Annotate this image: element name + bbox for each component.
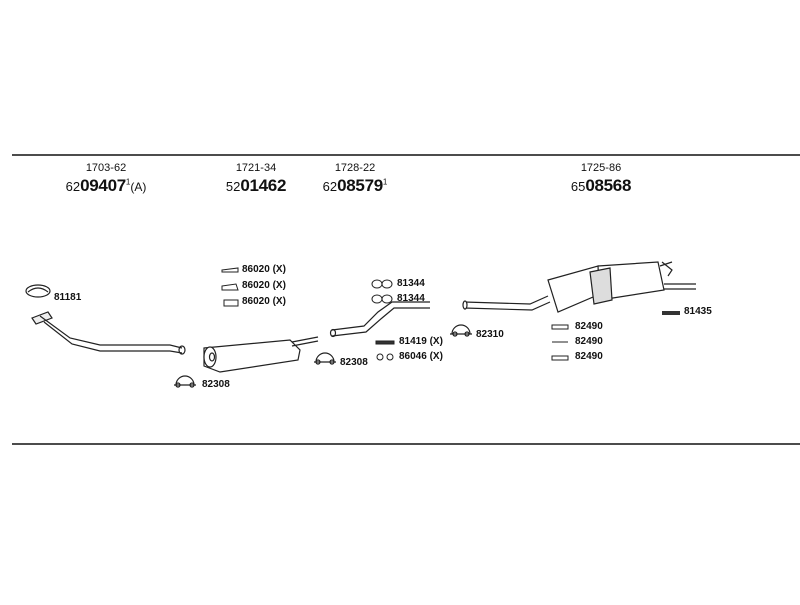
part-86020-b-label: 86020 (X) — [242, 280, 286, 291]
part-86046-label: 86046 (X) — [399, 351, 443, 362]
clamp-82308-left — [174, 375, 196, 388]
part-86020-a-label: 86020 (X) — [242, 264, 286, 275]
part-86020-c-label: 86020 (X) — [242, 296, 286, 307]
section-2-prefix: 52 — [225, 179, 241, 194]
part-82490-b-label: 82490 — [575, 336, 603, 347]
part-82308-middle-label: 82308 — [340, 357, 368, 368]
part-81344-b-label: 81344 — [397, 293, 425, 304]
section-4-main: 08568 — [585, 176, 632, 195]
clamp-82308-middle — [314, 352, 336, 365]
section-4-prefix: 65 — [570, 179, 586, 194]
section-3-code: 1728-22 — [334, 162, 376, 174]
section-1-code: 1703-62 — [85, 162, 127, 174]
section-1-sup: 1 — [125, 177, 131, 187]
section-3-main: 08579 — [337, 176, 383, 195]
section-2-code: 1721-34 — [235, 162, 277, 174]
intermediate-pipe-part — [329, 301, 430, 338]
hanger-icons-82490 — [551, 324, 569, 361]
section-1-main: 09407 — [80, 176, 126, 195]
part-81181-label: 81181 — [54, 292, 82, 303]
part-81344-a-label: 81344 — [397, 278, 425, 289]
front-pipe-part — [25, 284, 186, 355]
section-3-sup: 1 — [382, 177, 388, 187]
section-3-prefix: 62 — [322, 179, 338, 194]
middle-silencer-part — [203, 336, 319, 373]
part-82310-label: 82310 — [476, 329, 504, 340]
rubber-icon-81435 — [662, 311, 680, 315]
section-2-main: 01462 — [240, 176, 287, 195]
section-2-part-number: 5201462 — [225, 176, 287, 195]
hanger-icons-86020 — [221, 267, 239, 307]
part-82308-left-label: 82308 — [202, 379, 230, 390]
section-1-prefix: 62 — [65, 179, 81, 194]
clamp-82310 — [450, 324, 472, 337]
section-4-code: 1725-86 — [580, 162, 622, 174]
bolt-icons — [375, 340, 395, 361]
part-82490-c-label: 82490 — [575, 351, 603, 362]
part-82490-a-label: 82490 — [575, 321, 603, 332]
gasket-rings-81344 — [371, 279, 393, 304]
section-1-suffix: (A) — [130, 180, 147, 194]
part-81435-label: 81435 — [684, 306, 712, 317]
section-4-part-number: 6508568 — [570, 176, 632, 195]
section-3-part-number: 62085791 — [323, 177, 388, 195]
rear-silencer-part — [462, 261, 696, 313]
section-1-part-number: 62094071(A) — [66, 177, 147, 195]
part-81419-label: 81419 (X) — [399, 336, 443, 347]
